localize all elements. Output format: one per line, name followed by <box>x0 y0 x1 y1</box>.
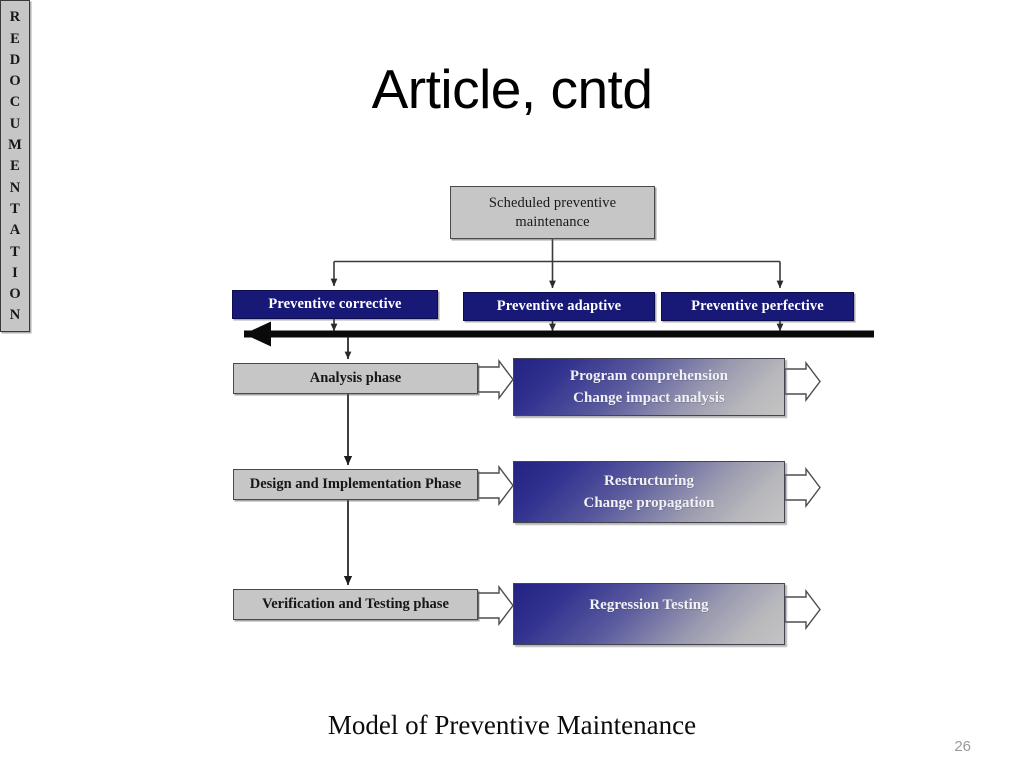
node-activity-lines: Program comprehension Change impact anal… <box>514 365 784 409</box>
redoc-letter: C <box>9 94 21 111</box>
node-activity-lines: Restructuring Change propagation <box>514 470 784 514</box>
node-category-label: Preventive corrective <box>268 296 402 312</box>
node-restructuring[interactable]: Restructuring Change propagation <box>513 461 785 523</box>
redoc-letter: E <box>10 30 20 47</box>
node-phase-label: Analysis phase <box>309 370 402 386</box>
redoc-letter: T <box>10 243 20 260</box>
node-category-label: Preventive perfective <box>691 298 824 314</box>
redoc-letter: O <box>9 73 21 90</box>
node-analysis-phase[interactable]: Analysis phase <box>233 363 478 394</box>
redoc-letter: M <box>8 137 22 154</box>
node-design-implementation-phase[interactable]: Design and Implementation Phase <box>233 469 478 500</box>
node-verification-testing-phase[interactable]: Verification and Testing phase <box>233 589 478 620</box>
node-preventive-perfective[interactable]: Preventive perfective <box>661 292 854 321</box>
node-activity-line1: Regression Testing <box>589 597 709 613</box>
redoc-letter: I <box>12 264 18 281</box>
redoc-letter: N <box>9 307 21 324</box>
node-category-label: Preventive adaptive <box>496 298 622 314</box>
node-root-label: Scheduled preventive maintenance <box>488 194 617 230</box>
node-preventive-corrective[interactable]: Preventive corrective <box>232 290 438 319</box>
connector-root-to-branch <box>330 239 784 289</box>
node-activity-lines: Regression Testing <box>514 594 784 616</box>
node-activity-line1: Restructuring <box>604 473 694 489</box>
redoc-letter: U <box>9 115 21 132</box>
redoc-letter: A <box>9 222 21 239</box>
redoc-letter: T <box>10 200 20 217</box>
redoc-letter: D <box>9 51 21 68</box>
node-activity-line2: Change propagation <box>583 495 715 511</box>
process-flow-bar <box>244 321 874 347</box>
page-title: Article, cntd <box>371 58 653 120</box>
block-arrow-phase-to-activity <box>477 358 514 627</box>
node-preventive-adaptive[interactable]: Preventive adaptive <box>463 292 655 321</box>
redoc-letter: E <box>10 158 20 175</box>
node-activity-line2: Change impact analysis <box>573 390 725 406</box>
diagram-caption: Model of Preventive Maintenance <box>327 710 697 740</box>
node-scheduled-preventive-maintenance[interactable]: Scheduled preventive maintenance <box>450 186 655 239</box>
node-program-comprehension[interactable]: Program comprehension Change impact anal… <box>513 358 785 416</box>
block-arrow-activity-to-redoc <box>784 360 821 631</box>
node-regression-testing[interactable]: Regression Testing <box>513 583 785 645</box>
node-phase-label: Verification and Testing phase <box>262 596 449 612</box>
redoc-letter: R <box>9 9 21 26</box>
page-number: 26 <box>954 738 971 755</box>
node-redocumentation[interactable]: R E D O C U M E N T A T I O N <box>0 0 30 332</box>
redoc-letter: N <box>9 179 21 196</box>
redoc-letter: O <box>9 286 21 303</box>
node-phase-label: Design and Implementation Phase <box>249 476 462 492</box>
node-activity-line1: Program comprehension <box>569 368 729 384</box>
